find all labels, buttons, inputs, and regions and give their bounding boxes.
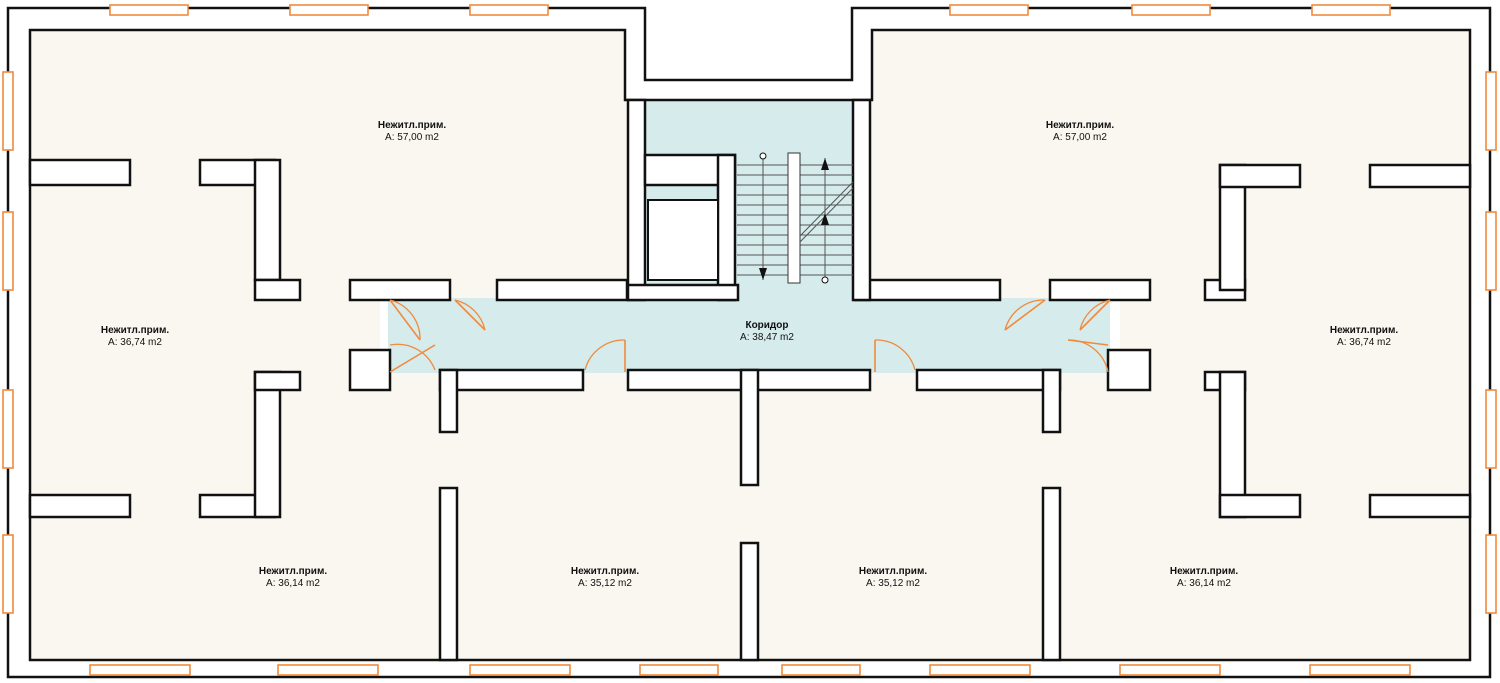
room-name: Нежитл.прим. — [1046, 120, 1114, 131]
doors — [389, 299, 1111, 373]
door-swing — [389, 299, 421, 341]
room-name: Нежитл.прим. — [259, 566, 327, 577]
partition — [253, 278, 302, 302]
room-name: Нежитл.прим. — [1170, 566, 1238, 577]
exterior-walls — [6, 6, 1492, 679]
stair-arrow-head — [821, 158, 829, 170]
room-area: A: 36,74 m2 — [1337, 337, 1391, 348]
window — [1485, 71, 1497, 151]
window — [1485, 211, 1497, 291]
stair-handrail — [787, 152, 801, 284]
partition — [1041, 368, 1062, 434]
room-name: Коридор — [745, 320, 788, 331]
stair-landing-wall — [716, 153, 737, 302]
room-area: A: 36,14 m2 — [1177, 578, 1231, 589]
door-swing — [454, 299, 486, 331]
room-area: A: 57,00 m2 — [1053, 132, 1107, 143]
window — [2, 534, 14, 614]
window — [1309, 664, 1411, 676]
partition — [348, 278, 452, 302]
stair-break-line — [799, 187, 854, 243]
partition — [739, 541, 760, 662]
stair-break-line — [799, 181, 854, 237]
room-area: A: 38,47 m2 — [740, 332, 794, 343]
room-name: Нежитл.прим. — [101, 325, 169, 336]
shaft-void — [647, 199, 719, 281]
partition — [253, 370, 302, 392]
interior-walls — [28, 98, 1472, 662]
window — [89, 664, 191, 676]
partition — [28, 158, 132, 187]
floor-corridor — [388, 298, 1110, 373]
window — [929, 664, 1031, 676]
window — [1485, 534, 1497, 614]
staircase — [737, 152, 854, 284]
window — [1131, 4, 1211, 16]
room-area: A: 36,74 m2 — [108, 337, 162, 348]
window — [1311, 4, 1391, 16]
window — [1119, 664, 1221, 676]
door-leaf — [389, 299, 421, 341]
partition — [1218, 163, 1302, 189]
partition — [28, 493, 132, 519]
partition — [438, 368, 585, 392]
room-area: A: 35,12 m2 — [866, 578, 920, 589]
window — [469, 664, 571, 676]
window — [781, 664, 861, 676]
room-area: A: 57,00 m2 — [385, 132, 439, 143]
partition — [853, 278, 1002, 302]
stair-arrow-head — [821, 213, 829, 225]
partition — [438, 486, 459, 662]
stair-arrow-head — [759, 268, 767, 280]
partition — [739, 368, 760, 487]
partition — [348, 348, 392, 392]
room-name: Нежитл.прим. — [859, 566, 927, 577]
window — [277, 664, 379, 676]
partition — [1368, 163, 1472, 189]
partition — [253, 158, 282, 282]
partition — [495, 278, 629, 302]
exterior-wall-left-block — [6, 6, 1492, 679]
window — [2, 211, 14, 291]
door-leaf — [1004, 299, 1046, 331]
partition — [1106, 348, 1152, 392]
door-swing — [1079, 299, 1111, 331]
partition — [438, 368, 459, 434]
stair-shaft-wall — [851, 98, 872, 302]
door-leaf — [1079, 299, 1111, 331]
door-swing — [389, 343, 436, 371]
window — [1485, 389, 1497, 469]
room-area: A: 35,12 m2 — [578, 578, 632, 589]
window — [639, 664, 719, 676]
partition — [1368, 493, 1472, 519]
room-name: Нежитл.прим. — [571, 566, 639, 577]
stair-landing-wall — [626, 283, 740, 302]
room-name: Нежитл.прим. — [378, 120, 446, 131]
partition — [253, 370, 282, 519]
window — [2, 71, 14, 151]
window — [469, 4, 549, 16]
partition — [915, 368, 1062, 392]
window — [109, 4, 189, 16]
windows — [2, 4, 1497, 676]
door-swing — [874, 339, 916, 371]
partition — [1048, 278, 1152, 302]
room-name: Нежитл.прим. — [1330, 325, 1398, 336]
door-swing — [584, 339, 626, 371]
stair-start-dot — [821, 276, 829, 284]
stair-start-dot — [759, 152, 767, 160]
door-leaf — [1067, 339, 1109, 346]
window — [2, 389, 14, 469]
window — [949, 4, 1029, 16]
door-leaf — [454, 299, 486, 331]
door-swing — [1004, 299, 1046, 331]
room-area: A: 36,14 m2 — [266, 578, 320, 589]
partition — [1041, 486, 1062, 662]
window — [289, 4, 369, 16]
partition — [1218, 493, 1302, 519]
room-labels: Нежитл.прим. A: 57,00 m2 Нежитл.прим. A:… — [101, 120, 1398, 589]
door-leaf — [389, 344, 436, 373]
stair-shaft-wall — [626, 98, 647, 302]
